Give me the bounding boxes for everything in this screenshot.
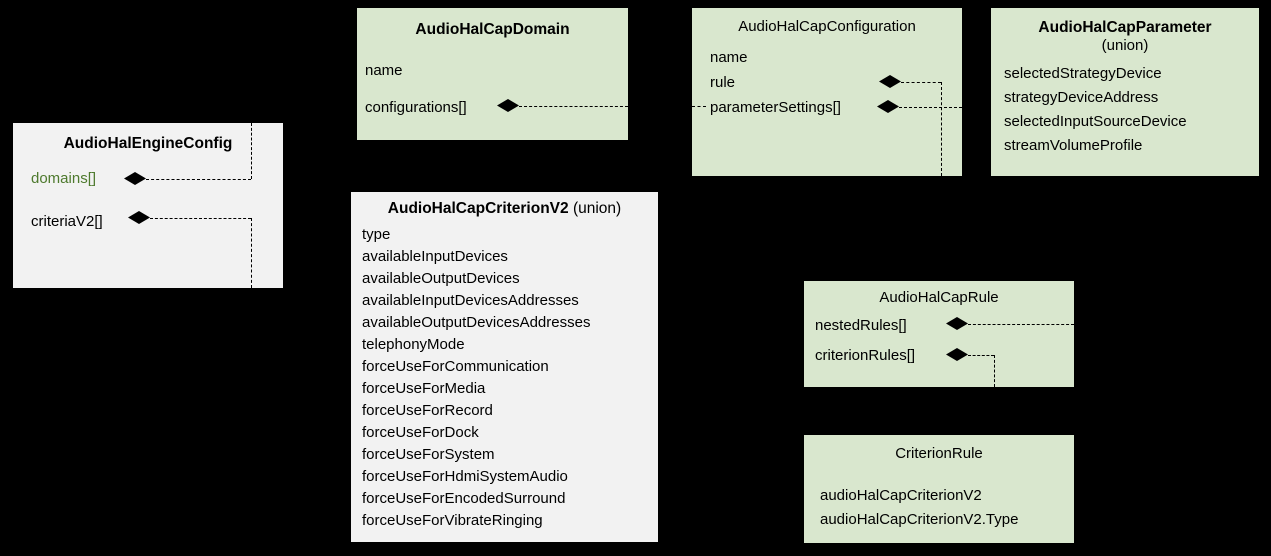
field-force-use-for-hdmi-system-audio: forceUseForHdmiSystemAudio (362, 468, 568, 485)
field-force-use-for-media: forceUseForMedia (362, 380, 486, 397)
field-rule: rule (710, 74, 736, 91)
field-criteria-v2: criteriaV2[] (31, 213, 103, 230)
class-title-text: AudioHalCapCriterionV2 (387, 200, 569, 217)
field-nested-rules: nestedRules[] (815, 317, 907, 334)
field-strategy-device-address: strategyDeviceAddress (1004, 89, 1159, 106)
class-title-audio-hal-cap-configuration: AudioHalCapConfiguration (738, 18, 916, 35)
class-box-audio-hal-cap-criterion-v2[interactable]: AudioHalCapCriterionV2 (union) type avai… (351, 192, 658, 542)
field-name: name (365, 62, 403, 79)
field-type: type (362, 226, 391, 243)
field-parameter-settings: parameterSettings[] (710, 99, 841, 116)
class-subtitle-union: (union) (1101, 36, 1149, 54)
field-selected-strategy-device: selectedStrategyDevice (1004, 65, 1162, 82)
field-force-use-for-communication: forceUseForCommunication (362, 358, 549, 375)
field-force-use-for-encoded-surround: forceUseForEncodedSurround (362, 490, 566, 507)
class-box-audio-hal-cap-rule[interactable]: AudioHalCapRule nestedRules[] criterionR… (804, 281, 1074, 387)
class-box-audio-hal-cap-configuration[interactable]: AudioHalCapConfiguration name rule param… (692, 8, 962, 176)
class-title-union: (union) (572, 200, 622, 217)
field-audio-hal-cap-criterion-v2: audioHalCapCriterionV2 (820, 487, 982, 504)
field-criterion-rules: criterionRules[] (815, 347, 916, 364)
class-box-audio-hal-engine-config[interactable]: AudioHalEngineConfig domains[] criteriaV… (13, 123, 283, 288)
field-selected-input-source-device: selectedInputSourceDevice (1004, 113, 1187, 130)
class-title-audio-hal-cap-rule: AudioHalCapRule (879, 289, 999, 306)
field-available-input-devices: availableInputDevices (362, 248, 508, 265)
field-configurations: configurations[] (365, 99, 467, 116)
class-box-audio-hal-cap-domain[interactable]: AudioHalCapDomain name configurations[] (357, 8, 628, 140)
field-telephony-mode: telephonyMode (362, 336, 465, 353)
field-domains: domains[] (31, 170, 97, 187)
class-box-audio-hal-cap-parameter[interactable]: AudioHalCapParameter (union) selectedStr… (991, 8, 1259, 176)
field-available-output-devices: availableOutputDevices (362, 270, 520, 287)
field-stream-volume-profile: streamVolumeProfile (1004, 137, 1143, 154)
field-available-output-devices-addresses: availableOutputDevicesAddresses (362, 314, 591, 331)
class-box-criterion-rule[interactable]: CriterionRule audioHalCapCriterionV2 aud… (804, 435, 1074, 543)
field-force-use-for-record: forceUseForRecord (362, 402, 493, 419)
field-force-use-for-dock: forceUseForDock (362, 424, 479, 441)
field-audio-hal-cap-criterion-v2-type: audioHalCapCriterionV2.Type (820, 511, 1019, 528)
class-title-audio-hal-cap-criterion-v2: AudioHalCapCriterionV2 (union) (351, 200, 658, 218)
class-title-criterion-rule: CriterionRule (895, 445, 983, 462)
field-available-input-devices-addresses: availableInputDevicesAddresses (362, 292, 579, 309)
class-title-audio-hal-engine-config: AudioHalEngineConfig (63, 135, 233, 152)
field-force-use-for-system: forceUseForSystem (362, 446, 495, 463)
class-title-audio-hal-cap-domain: AudioHalCapDomain (415, 21, 570, 38)
field-force-use-for-vibrate-ringing: forceUseForVibrateRinging (362, 512, 543, 529)
class-title-audio-hal-cap-parameter: AudioHalCapParameter (1038, 19, 1212, 36)
field-name: name (710, 49, 748, 66)
